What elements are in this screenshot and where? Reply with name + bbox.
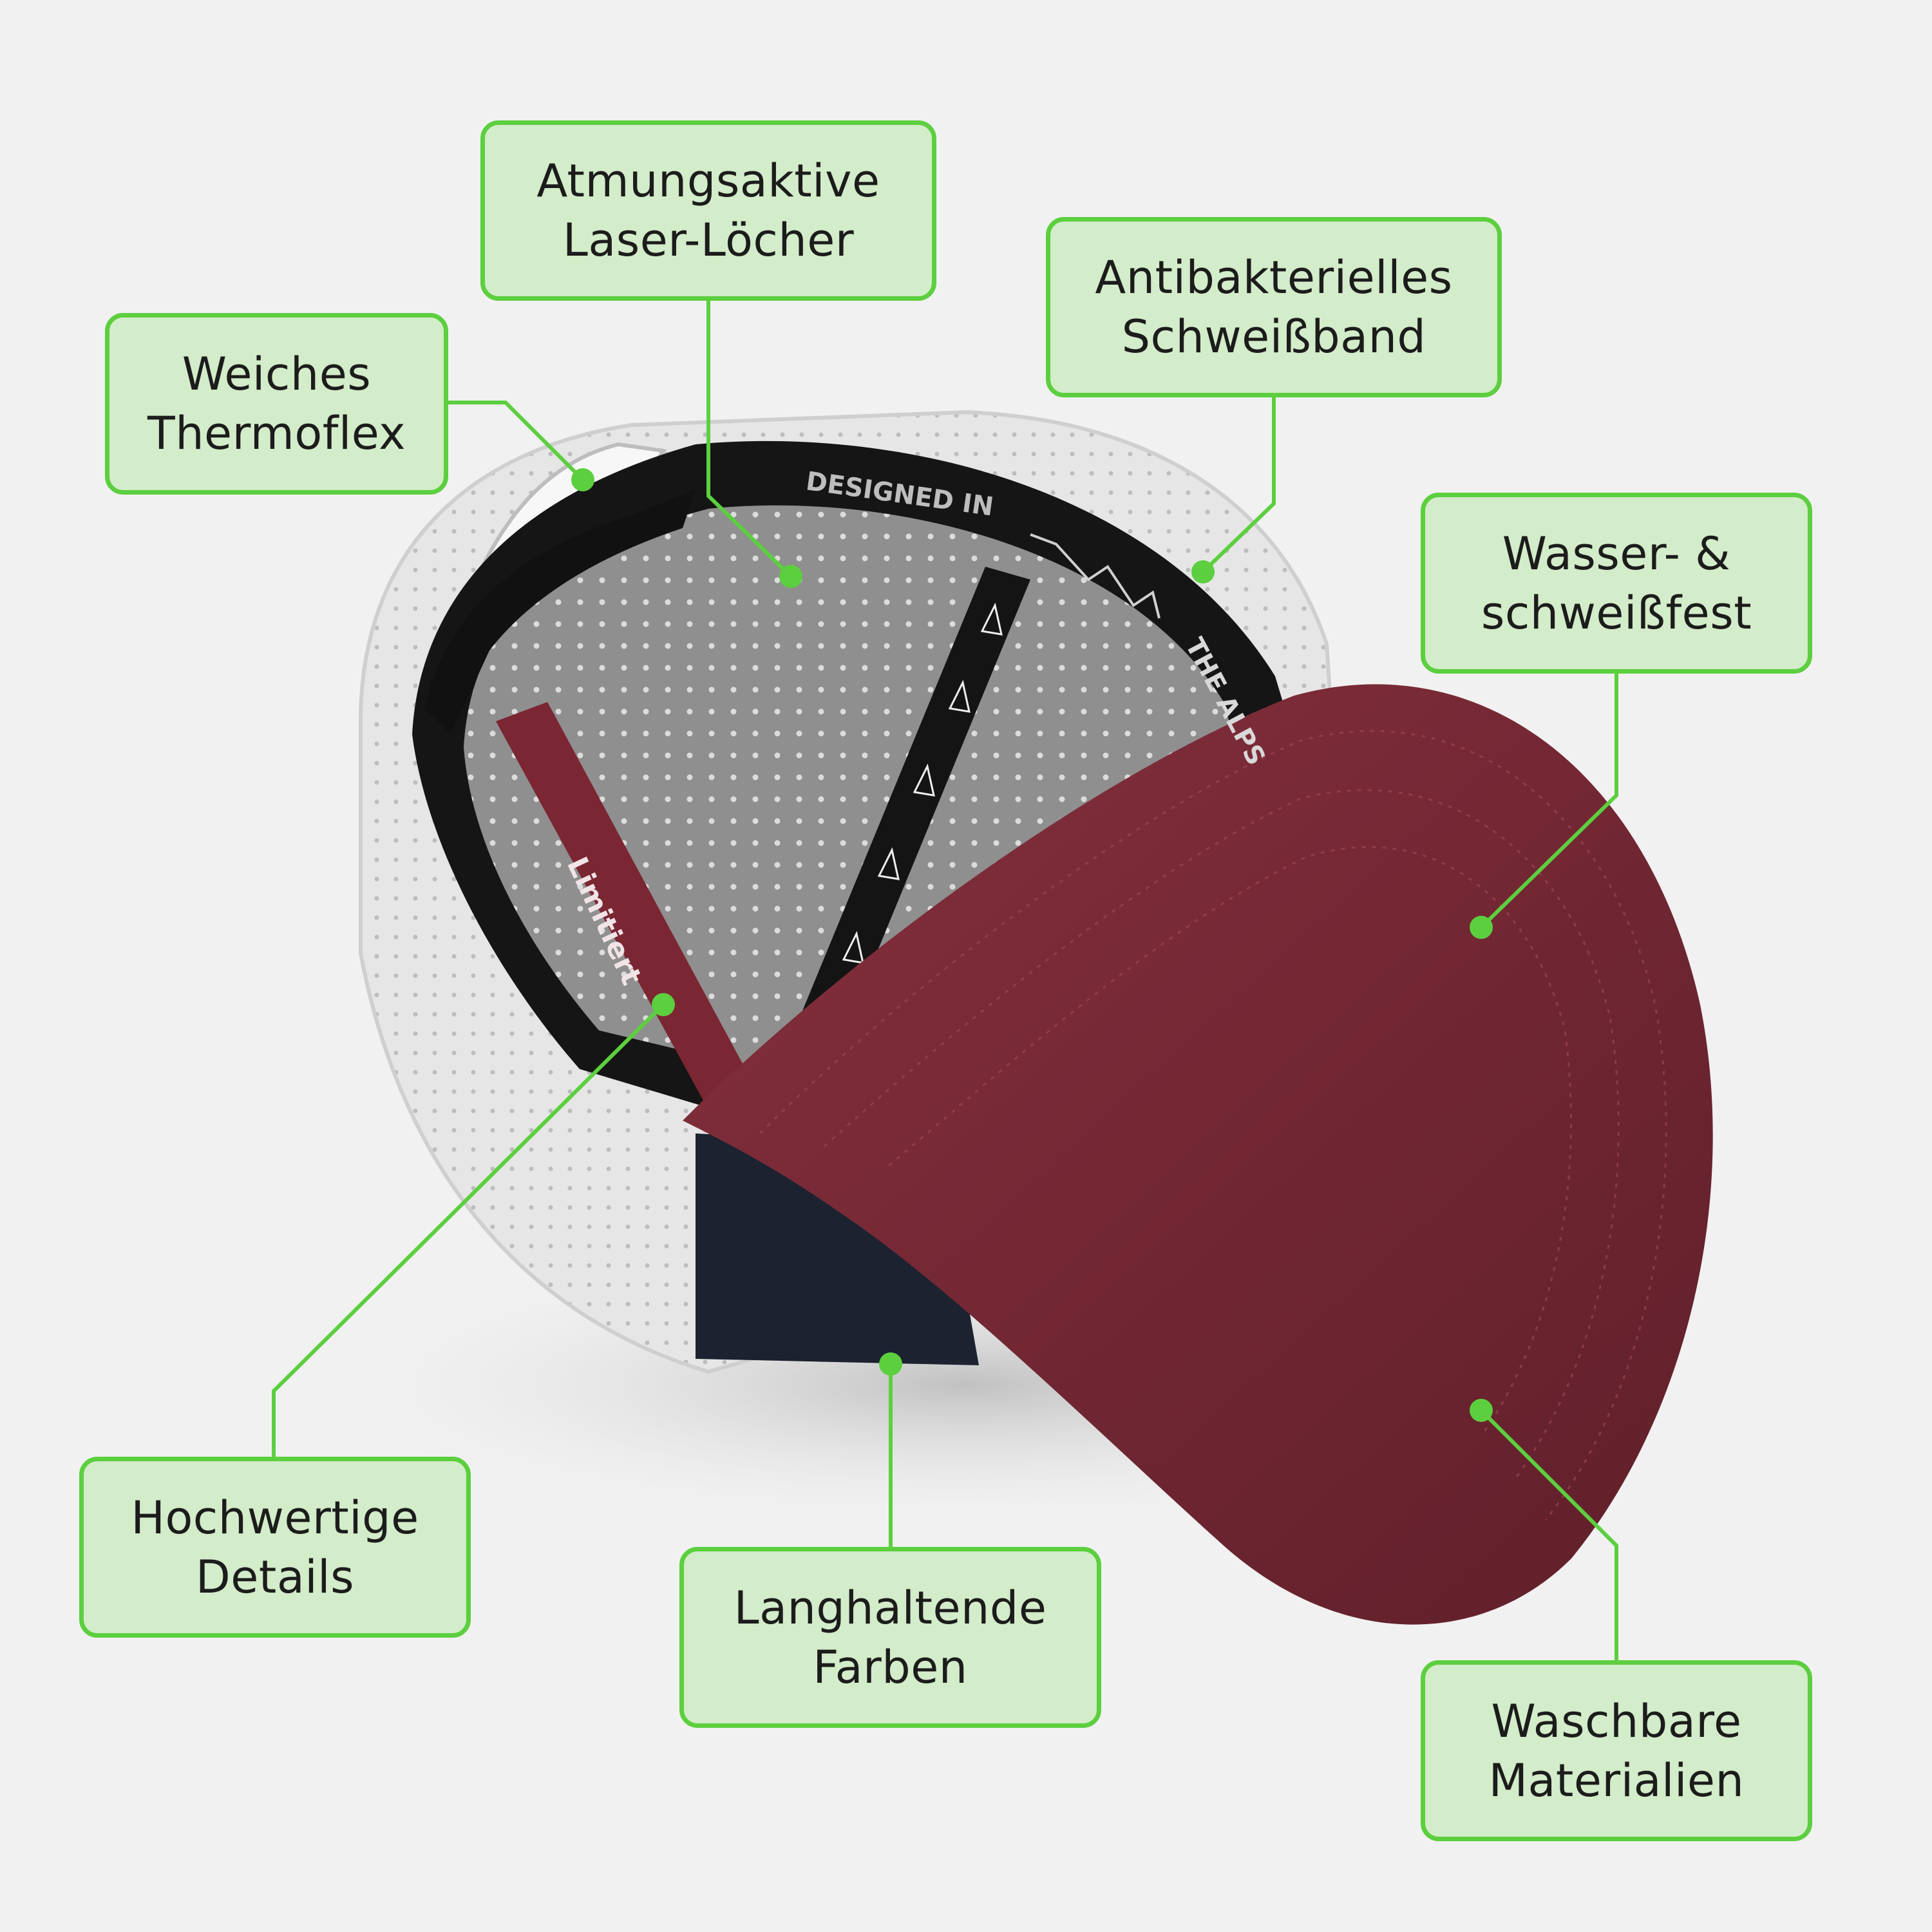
anchor-dot-atmung [779, 565, 802, 588]
callout-line-2: Details [195, 1550, 355, 1604]
callout-line-1: Antibakterielles [1095, 251, 1453, 304]
callout-weiches-thermoflex: Weiches Thermoflex [105, 313, 448, 495]
leader-line-weiches [444, 401, 585, 482]
anchor-dot-langhaltend [879, 1352, 902, 1376]
callout-line-2: schweißfest [1481, 586, 1752, 639]
leader-line-hochwertig [272, 1003, 665, 1461]
leader-line-antibak [1201, 394, 1276, 574]
leader-line-atmung [706, 298, 793, 578]
callout-line-1: Langhaltende [734, 1581, 1047, 1634]
callout-atmungsaktive-laser-loecher: Atmungsaktive Laser-Löcher [480, 120, 936, 301]
center-tape [496, 702, 766, 1133]
callout-line-2: Laser-Löcher [562, 214, 855, 267]
callout-line-2: Materialien [1488, 1754, 1745, 1807]
callout-line-1: Atmungsaktive [536, 155, 880, 207]
back-opening [425, 489, 696, 734]
callout-line-1: Hochwertige [131, 1491, 419, 1544]
brim [683, 684, 1713, 1625]
callout-wasser-schweissfest: Wasser- & schweißfest [1421, 493, 1812, 674]
callout-line-1: Waschbare [1491, 1694, 1742, 1748]
anchor-dot-weiches [571, 468, 594, 491]
mountain-outline-icon [1030, 533, 1160, 619]
anchor-dot-wasser [1470, 916, 1493, 939]
leader-line-waschbar [1479, 1408, 1618, 1665]
callout-hochwertige-details: Hochwertige Details [79, 1457, 471, 1638]
callout-line-2: Thermoflex [147, 407, 406, 460]
callout-antibakterielles-schweissband: Antibakterielles Schweißband [1046, 217, 1502, 397]
callout-line-2: Schweißband [1121, 310, 1426, 363]
callout-line-1: Weiches [182, 348, 372, 401]
callout-line-2: Farben [813, 1640, 968, 1694]
callout-waschbare-materialien: Waschbare Materialien [1421, 1660, 1812, 1841]
callout-line-1: Wasser- & [1502, 527, 1731, 580]
anchor-dot-waschbar [1470, 1399, 1493, 1422]
anchor-dot-hochwertig [652, 993, 675, 1016]
callout-langhaltende-farben: Langhaltende Farben [679, 1547, 1101, 1728]
anchor-dot-antibak [1191, 560, 1215, 583]
black-tape [760, 567, 1030, 1127]
leader-line-wasser [1479, 670, 1618, 929]
